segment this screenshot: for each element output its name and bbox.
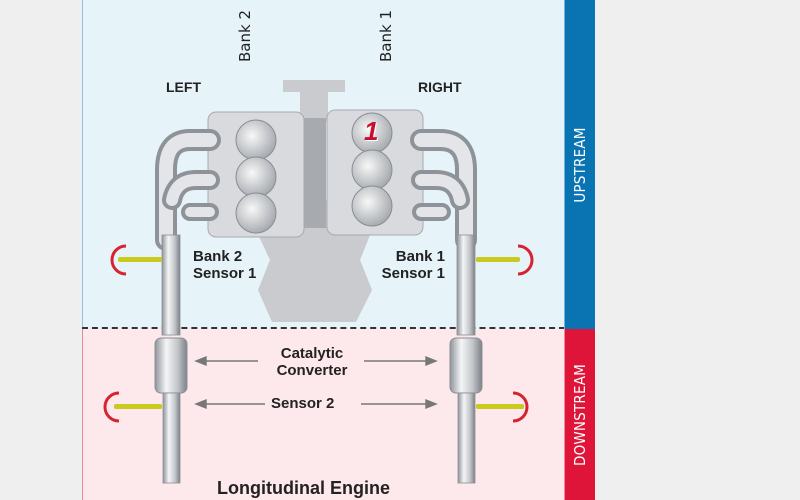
catalytic-line2: Converter	[276, 362, 348, 379]
downstream-band: DOWNSTREAM	[564, 329, 595, 500]
catalytic-converter-right	[449, 337, 483, 394]
bank2-label: Bank 2	[236, 10, 254, 62]
cylinder	[235, 192, 277, 234]
cylinder	[235, 119, 277, 161]
diagram-title: Longitudinal Engine	[217, 478, 390, 498]
catalytic-converter-left	[154, 337, 188, 394]
cylinder-1-marker: 1	[364, 116, 379, 146]
catalytic-converter-label: Catalytic Converter	[262, 345, 362, 379]
arrows	[194, 355, 438, 410]
o2-sensor-bank1-sensor1	[476, 244, 534, 276]
bank1-sensor1-label: Bank 1 Sensor 1	[367, 248, 445, 282]
right-label: RIGHT	[418, 79, 462, 95]
bank2-sensor1-label: Bank 2 Sensor 1	[193, 248, 256, 282]
o2-sensor-bank1-sensor2	[476, 391, 529, 423]
o2-sensor-bank2-sensor1	[110, 244, 162, 276]
exhaust-manifold-bank1	[410, 129, 477, 251]
cylinder-head-bank1	[326, 109, 424, 236]
bank2-sensor1-line1: Bank 2	[193, 248, 243, 265]
zone-divider	[82, 327, 565, 329]
cylinder-head-bank2	[207, 111, 305, 238]
bank1-sensor1-line2: Sensor 1	[381, 265, 445, 282]
cylinder	[235, 156, 277, 198]
exhaust-pipe-right	[449, 234, 483, 484]
exhaust-manifold-bank2	[155, 129, 221, 251]
bank1-sensor1-line1: Bank 1	[395, 248, 445, 265]
cylinder	[351, 149, 393, 191]
exhaust-pipe-left	[154, 234, 188, 484]
bank2-sensor1-line2: Sensor 1	[193, 265, 257, 282]
upstream-band: UPSTREAM	[564, 0, 595, 329]
bank1-label: Bank 1	[377, 10, 395, 62]
catalytic-line1: Catalytic	[280, 345, 344, 362]
sensor2-label: Sensor 2	[271, 395, 335, 412]
left-label: LEFT	[166, 79, 201, 95]
o2-sensor-bank2-sensor2	[103, 391, 162, 423]
cylinder	[351, 185, 393, 227]
